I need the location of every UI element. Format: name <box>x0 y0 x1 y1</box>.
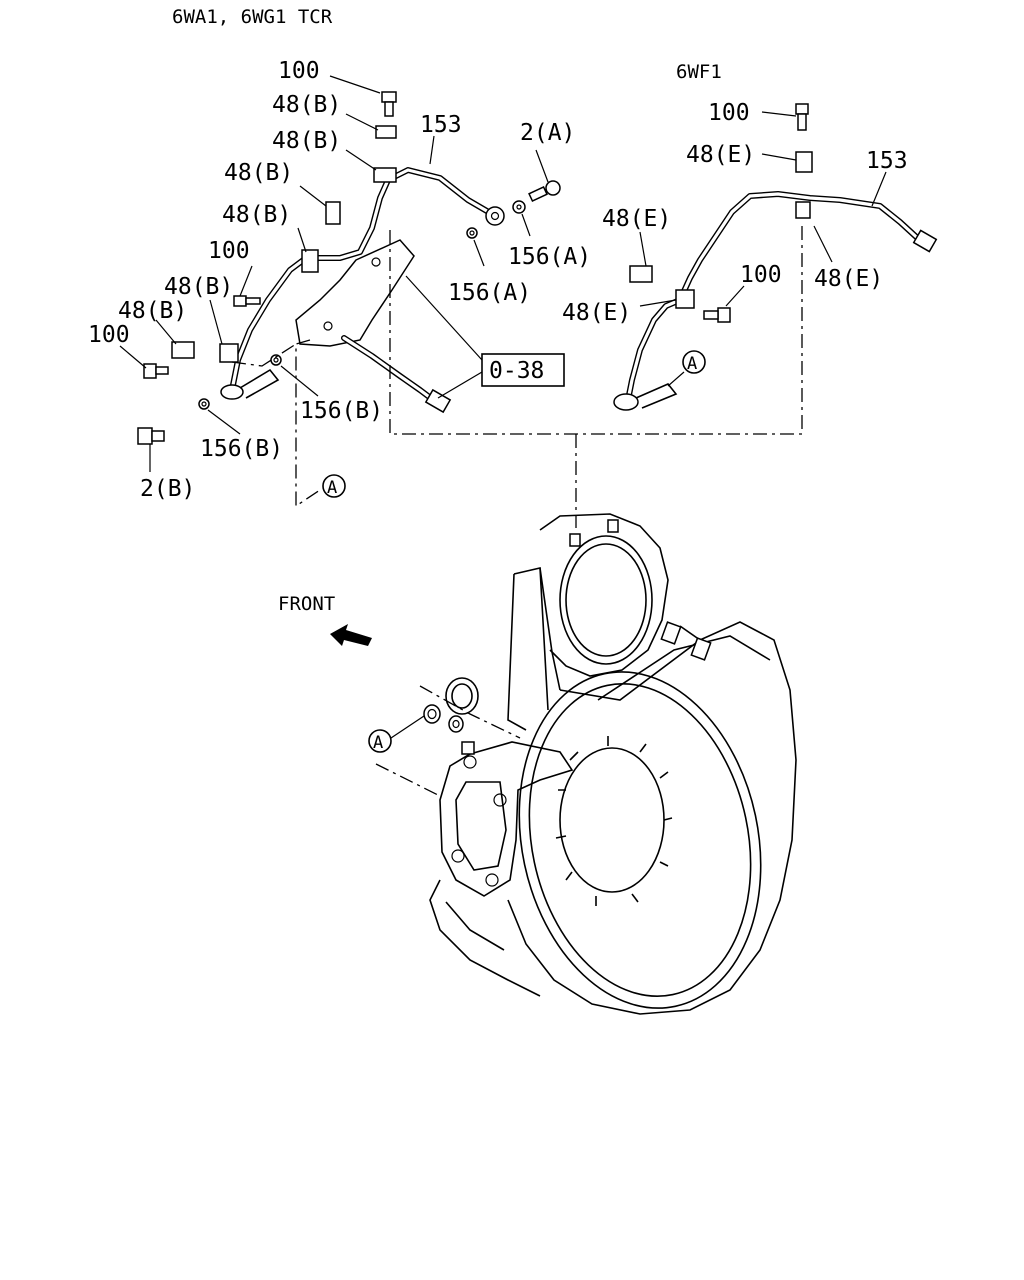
label-clip-48b-6: 48(B) <box>118 298 187 324</box>
bolt-100-right-top <box>795 103 809 115</box>
pipe-eye-fitting-b <box>220 384 244 400</box>
housing-fittings <box>375 685 521 797</box>
label-clip-48b-4: 48(B) <box>222 202 291 228</box>
bolt-100-top <box>381 91 397 103</box>
housing-washer-2 <box>448 715 464 733</box>
housing-washer-1 <box>423 704 441 724</box>
label-clip-48b-2: 48(B) <box>272 128 341 154</box>
bolt-100-mid <box>233 295 247 307</box>
reference-box: 0-38 <box>481 353 565 387</box>
label-clip-48e-top: 48(E) <box>686 142 755 168</box>
flywheel-housing <box>429 513 797 1015</box>
clip-48b-5 <box>219 343 239 363</box>
support-bracket <box>295 239 415 347</box>
front-arrow-icon <box>330 624 372 646</box>
reference-label: 0-38 <box>489 358 544 384</box>
label-clip-48b-5: 48(B) <box>164 274 233 300</box>
marker-a-left: A <box>322 474 346 498</box>
clip-48b-2 <box>373 167 397 183</box>
marker-a-right: A <box>682 350 706 374</box>
label-bolt-100-mid: 100 <box>208 238 250 264</box>
label-pipe-153-right: 153 <box>866 148 908 174</box>
clip-48b-3 <box>325 201 341 225</box>
label-bolt-100-left: 100 <box>88 322 130 348</box>
clip-48e-left <box>629 265 653 283</box>
label-bolt-100-right-mid: 100 <box>740 262 782 288</box>
clip-48b-1 <box>375 125 397 139</box>
eyebolt-2a <box>545 180 561 196</box>
clip-48e-lower <box>675 289 695 309</box>
right-leader-lines <box>389 111 887 528</box>
clip-48b-6 <box>171 341 195 359</box>
label-clip-48e-right: 48(E) <box>814 266 883 292</box>
marker-a-bottom-text: A <box>373 733 383 753</box>
marker-a-left-text: A <box>327 478 337 498</box>
label-washer-156b-1: 156(B) <box>300 398 383 424</box>
bolt-100-right-mid <box>717 307 731 323</box>
left-pipe-assembly <box>137 91 561 445</box>
label-washer-156b-2: 156(B) <box>200 436 283 462</box>
front-label: FRONT <box>278 593 335 615</box>
label-bolt-100-top: 100 <box>278 58 320 84</box>
label-clip-48e-lower: 48(E) <box>562 300 631 326</box>
label-eyebolt-2b: 2(B) <box>140 476 195 502</box>
label-clip-48e-left: 48(E) <box>602 206 671 232</box>
right-pipe-assembly <box>613 103 938 411</box>
pipe-eye-fitting-a <box>485 206 505 226</box>
label-clip-48b-3: 48(B) <box>224 160 293 186</box>
marker-a-right-text: A <box>687 354 697 374</box>
label-pipe-153-left: 153 <box>420 112 462 138</box>
label-bolt-100-right-top: 100 <box>708 100 750 126</box>
label-washer-156a-2: 156(A) <box>448 280 531 306</box>
flange-stud <box>569 533 581 547</box>
clip-48e-top <box>795 151 813 173</box>
eyebolt-2b <box>137 427 153 445</box>
marker-a-bottom: A <box>368 715 425 753</box>
pipe-eye-fitting-right <box>613 393 639 411</box>
hose-end-nut <box>424 388 452 414</box>
washer-156a-2 <box>466 227 478 239</box>
clip-48b-4 <box>301 249 319 273</box>
label-clip-48b-1: 48(B) <box>272 92 341 118</box>
model-header-right: 6WF1 <box>676 61 722 83</box>
left-leader-lines <box>119 75 549 508</box>
label-washer-156a-1: 156(A) <box>508 244 591 270</box>
washer-156b-2 <box>198 398 210 410</box>
pipe-end-nut-right <box>912 229 938 253</box>
washer-156b-1 <box>270 354 282 366</box>
bolt-100-left <box>143 363 157 379</box>
model-header-left: 6WA1, 6WG1 TCR <box>172 6 333 28</box>
clip-48e-right <box>795 201 811 219</box>
label-eyebolt-2a: 2(A) <box>520 120 575 146</box>
washer-156a-1 <box>512 200 526 214</box>
